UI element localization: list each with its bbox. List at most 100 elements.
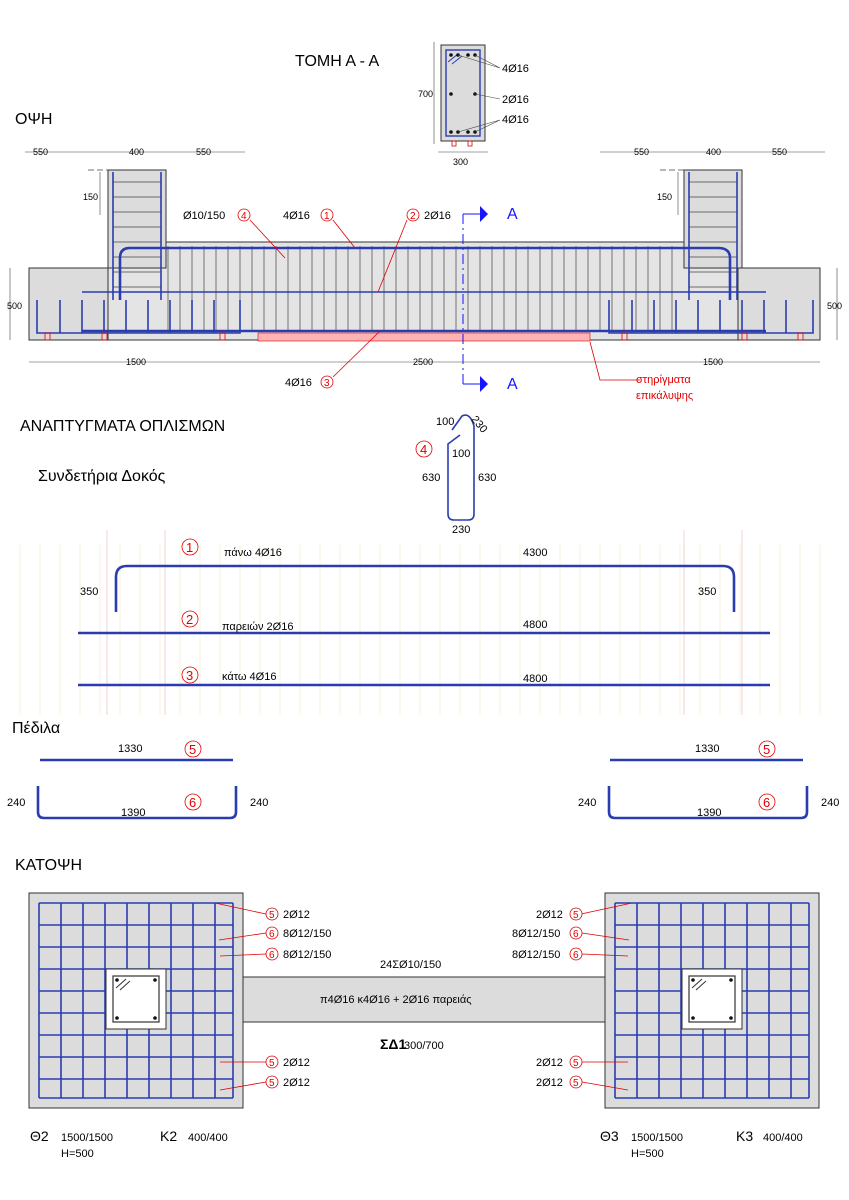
elev-top-label: 4Ø16: [283, 210, 310, 222]
bar-3-label: κάτω 4Ø16: [222, 671, 276, 683]
elev-height-left: 500: [7, 301, 22, 311]
footing-bars-right: 1330 5 240 240 1390 6: [578, 740, 839, 820]
elev-col-dim-right: 150: [657, 192, 672, 202]
plan-left-label-2: 8Ø12/150: [283, 928, 331, 940]
elev-column-right: [683, 169, 743, 269]
plan-column-right: [681, 968, 743, 1030]
footings-title: Πέδιλα: [12, 720, 60, 737]
elev-dim-left-1: 550: [33, 147, 48, 157]
plan-tie-beam: [242, 976, 606, 1023]
bar-1-mark: 1: [186, 540, 193, 555]
bar-1: 1 πάνω 4Ø16 4300 350 350: [80, 538, 736, 612]
section-side-bars: 2Ø16: [502, 94, 529, 106]
right-bar6-leg-right: 240: [821, 797, 839, 809]
plan-right-mark-3: 6: [573, 950, 579, 961]
elev-top-bar: [118, 246, 732, 300]
plan-left-mark-5: 5: [269, 1078, 275, 1089]
plan-left-mark-3: 6: [269, 950, 275, 961]
plan-left-label-1: 2Ø12: [283, 909, 310, 921]
footing-right-name: Θ3: [600, 1128, 619, 1144]
bar-1-hook-left: 350: [80, 586, 98, 598]
elev-bottom-mark: 3: [324, 378, 330, 389]
plan-right-mark-4: 5: [573, 1058, 579, 1069]
bar-1-label: πάνω 4Ø16: [224, 547, 282, 559]
stirrup-leg-right: 630: [478, 472, 496, 484]
plan-right-label-3: 8Ø12/150: [512, 949, 560, 961]
section-height-dim: 700: [418, 89, 433, 99]
elev-dim-right-2: 400: [706, 147, 721, 157]
plan-left-label-5: 2Ø12: [283, 1077, 310, 1089]
section-aa-title: ΤΟΜΗ Α - Α: [295, 53, 380, 70]
elev-bottom-dim-1: 1500: [126, 357, 146, 367]
bar-1-hook-right: 350: [698, 586, 716, 598]
column-left-size: 400/400: [188, 1132, 228, 1144]
plan-beam-name: ΣΔ1: [380, 1036, 406, 1052]
section-stirrup: [445, 49, 481, 137]
bar-3-mark: 3: [186, 668, 193, 683]
elev-col-dim-left: 150: [83, 192, 98, 202]
plan-title: ΚΑΤΟΨΗ: [15, 857, 82, 874]
plan-right-label-1: 2Ø12: [536, 909, 563, 921]
bar-2: 2 παρειών 2Ø16 4800: [78, 610, 770, 635]
stirrup-leg-left: 630: [422, 472, 440, 484]
section-outline: [440, 44, 486, 142]
right-bar5-mark: 5: [763, 742, 770, 757]
elev-stirrup-label: Ø10/150: [183, 210, 225, 222]
plan-footing-left: [28, 892, 244, 1109]
section-top-bars: 4Ø16: [502, 63, 529, 75]
plan-right-label-2: 8Ø12/150: [512, 928, 560, 940]
elev-dim-right-3: 550: [772, 147, 787, 157]
left-bar6-leg-left: 240: [7, 797, 25, 809]
elev-stirrup-mark: 4: [241, 211, 247, 222]
left-bar6-length: 1390: [121, 807, 145, 819]
right-bar5-length: 1330: [695, 743, 719, 755]
elev-bottom-dim-2: 2500: [413, 357, 433, 367]
plan-left-mark-2: 6: [269, 929, 275, 940]
elev-top-mark: 1: [324, 211, 330, 222]
footing-bars-left: 1330 5 240 240 1390 6: [7, 740, 268, 820]
section-mark-bottom: A: [507, 376, 518, 393]
plan-beam-rebar: π4Ø16 κ4Ø16 + 2Ø16 παρειάς: [320, 994, 472, 1006]
section-mark-top: A: [507, 206, 518, 223]
plan-right-mark-2: 6: [573, 929, 579, 940]
stirrup-hook-b: 230: [468, 414, 489, 436]
elev-tie-beam: [107, 241, 739, 341]
section-bottom-bars: 4Ø16: [502, 114, 529, 126]
bar-3: 3 κάτω 4Ø16 4800: [78, 666, 770, 687]
column-left-name: Κ2: [160, 1128, 177, 1144]
footing-left-name: Θ2: [30, 1128, 49, 1144]
elev-column-left: [107, 169, 167, 269]
cross-section: 4Ø16 2Ø16 4Ø16 700 300: [418, 42, 529, 167]
stirrup-base: 230: [452, 524, 470, 536]
elevation-drawing: 550 400 550 550 400 550 150 150: [7, 147, 842, 402]
elev-spacers: [257, 332, 591, 342]
elev-dim-left-2: 400: [129, 147, 144, 157]
plan-left-mark-1: 5: [269, 910, 275, 921]
bar-2-length: 4800: [523, 619, 547, 631]
elev-side-label: 2Ø16: [424, 210, 451, 222]
left-bar6-leg-right: 240: [250, 797, 268, 809]
section-arrow-bottom-icon: [480, 376, 488, 392]
right-bar6-mark: 6: [763, 795, 770, 810]
plan-right-label-5: 2Ø12: [536, 1077, 563, 1089]
footing-left-size: 1500/1500: [61, 1132, 113, 1144]
column-right-size: 400/400: [763, 1132, 803, 1144]
plan-beam-stirrups: 24ΣØ10/150: [380, 959, 441, 971]
plan-left-label-3: 8Ø12/150: [283, 949, 331, 961]
plan-beam-size: 300/700: [404, 1040, 444, 1052]
right-bar6-length: 1390: [697, 807, 721, 819]
plan-column-left: [105, 968, 167, 1030]
plan-right-label-4: 2Ø12: [536, 1057, 563, 1069]
elev-bottom-dim-3: 1500: [703, 357, 723, 367]
plan-right-mark-5: 5: [573, 1078, 579, 1089]
plan-right-mark-1: 5: [573, 910, 579, 921]
left-bar5-mark: 5: [189, 742, 196, 757]
section-width-dim: 300: [453, 157, 468, 167]
stirrup-hook-c: 100: [452, 448, 470, 460]
bar-schedule-title: ΑΝΑΠΤΥΓΜΑΤΑ ΟΠΛΙΣΜΩΝ: [20, 418, 225, 435]
stirrup-hook-a: 100: [436, 416, 454, 428]
plan-left-label-4: 2Ø12: [283, 1057, 310, 1069]
plan-left-mark-4: 5: [269, 1058, 275, 1069]
bar-2-mark: 2: [186, 612, 193, 627]
